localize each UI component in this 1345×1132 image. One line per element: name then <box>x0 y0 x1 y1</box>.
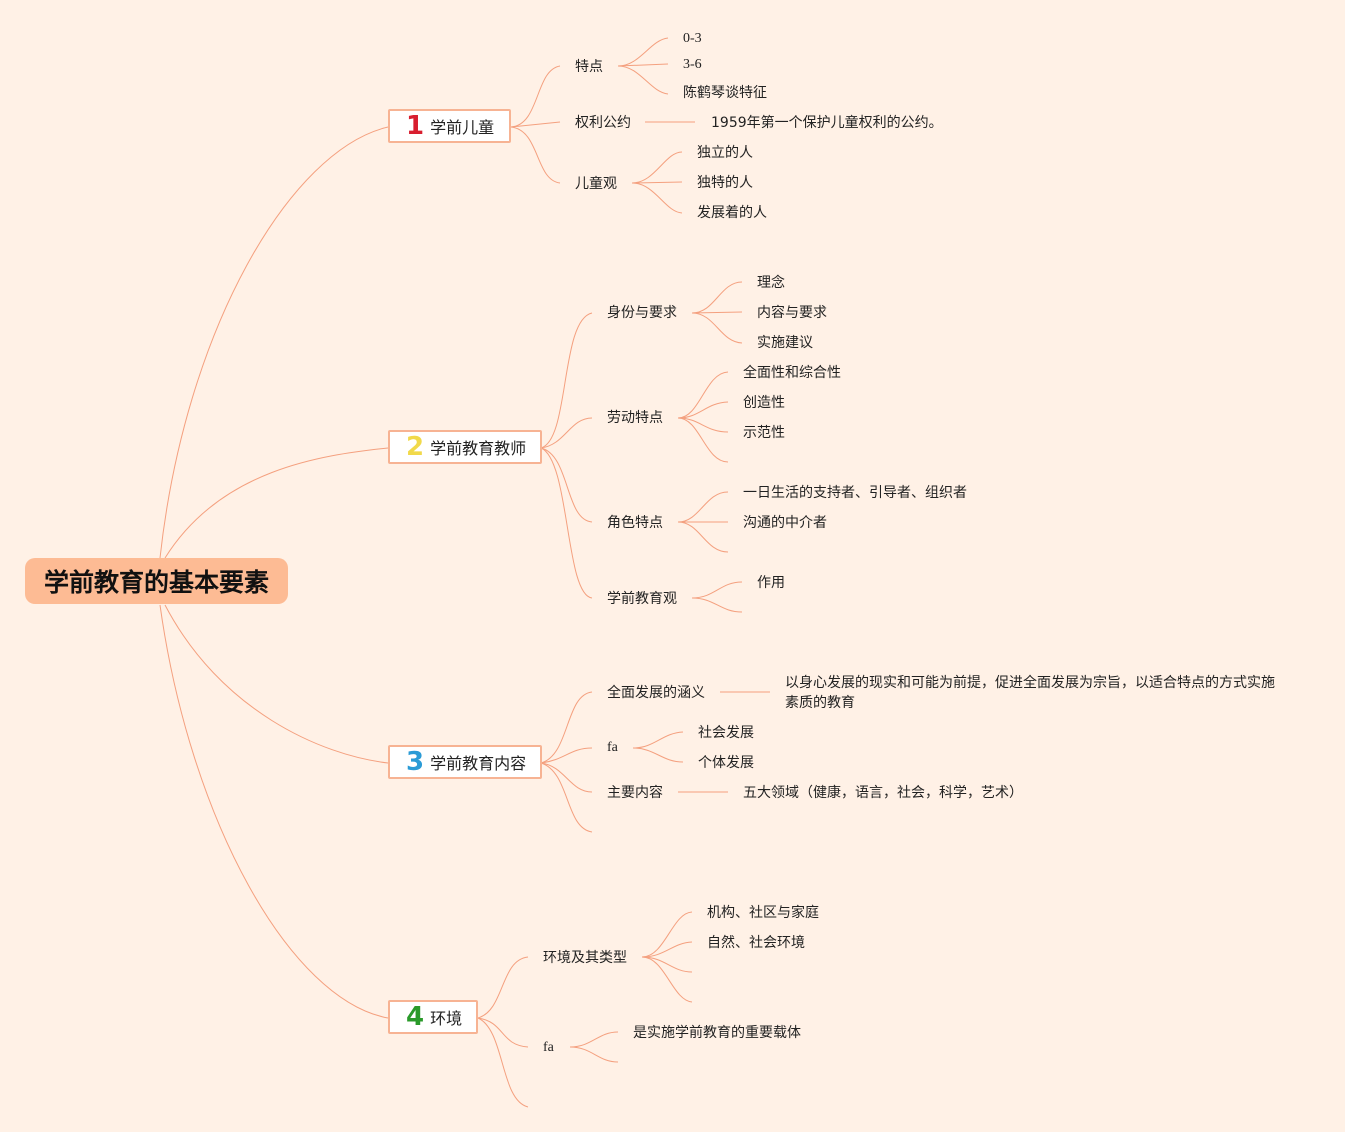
leaf-1-1-3[interactable]: 陈鹤琴谈特征 <box>683 85 767 101</box>
subtopic-3-2[interactable]: fa <box>607 740 618 755</box>
link-root-branch4 <box>159 604 389 1019</box>
leaf-1-2-1[interactable]: 1959年第一个保护儿童权利的公约。 <box>711 115 943 131</box>
leaf-2-1-3[interactable]: 实施建议 <box>757 335 813 351</box>
leaf-1-1-2[interactable]: 3-6 <box>683 57 702 72</box>
leaf-1-1-1[interactable]: 0-3 <box>683 31 702 46</box>
link-root-branch2 <box>164 447 389 559</box>
link-root-branch1 <box>159 126 389 559</box>
leaf-1-3-2[interactable]: 独特的人 <box>697 175 753 191</box>
leaf-2-3-1[interactable]: 一日生活的支持者、引导者、组织者 <box>743 485 967 501</box>
subtopic-2-2[interactable]: 劳动特点 <box>607 410 663 426</box>
number-4-icon: 4 <box>406 1002 425 1032</box>
subtopic-3-1[interactable]: 全面发展的涵义 <box>607 685 705 701</box>
subtopic-4-2[interactable]: fa <box>543 1040 554 1055</box>
leaf-2-2-1[interactable]: 全面性和综合性 <box>743 365 841 381</box>
leaf-3-3-1[interactable]: 五大领域（健康，语言，社会，科学，艺术） <box>743 785 1023 801</box>
branch-4-label: 环境 <box>430 1009 463 1028</box>
subtopic-2-1[interactable]: 身份与要求 <box>607 305 677 321</box>
leaf-3-1-1[interactable]: 以身心发展的现实和可能为前提，促进全面发展为宗旨，以适合特点的方式实施 <box>785 675 1275 691</box>
leaf-2-1-1[interactable]: 理念 <box>757 275 785 291</box>
branch-2-node[interactable]: 2 学前教育教师 <box>388 430 542 464</box>
link-root-branch3 <box>164 604 389 764</box>
subtopic-4-1[interactable]: 环境及其类型 <box>543 950 627 966</box>
number-1-icon: 1 <box>406 111 425 141</box>
leaf-2-3-2[interactable]: 沟通的中介者 <box>743 515 827 531</box>
number-2-icon: 2 <box>406 432 425 462</box>
leaf-4-1-2[interactable]: 自然、社会环境 <box>707 935 805 951</box>
leaf-1-3-1[interactable]: 独立的人 <box>697 145 753 161</box>
root-topic[interactable]: 学前教育的基本要素 <box>25 558 288 604</box>
subtopic-3-3[interactable]: 主要内容 <box>607 785 663 801</box>
branch-1-label: 学前儿童 <box>430 118 495 137</box>
leaf-2-2-2[interactable]: 创造性 <box>743 395 785 411</box>
branch-1-node[interactable]: 1 学前儿童 <box>388 109 511 143</box>
leaf-3-2-1[interactable]: 社会发展 <box>698 725 754 741</box>
subtopic-1-3[interactable]: 儿童观 <box>575 176 617 192</box>
subtopic-1-2[interactable]: 权利公约 <box>575 115 631 131</box>
leaf-2-2-3[interactable]: 示范性 <box>743 425 785 441</box>
branch-2-label: 学前教育教师 <box>430 439 527 458</box>
leaf-3-2-2[interactable]: 个体发展 <box>698 755 754 771</box>
branch-4-node[interactable]: 4 环境 <box>388 1000 478 1034</box>
leaf-3-1-2[interactable]: 素质的教育 <box>785 695 855 711</box>
branch-3-node[interactable]: 3 学前教育内容 <box>388 745 542 779</box>
subtopic-2-4[interactable]: 学前教育观 <box>607 591 677 607</box>
subtopic-1-1[interactable]: 特点 <box>575 59 603 75</box>
branch-3-label: 学前教育内容 <box>430 754 527 773</box>
subtopic-2-3[interactable]: 角色特点 <box>607 515 663 531</box>
leaf-2-1-2[interactable]: 内容与要求 <box>757 305 827 321</box>
leaf-1-3-3[interactable]: 发展着的人 <box>697 205 767 221</box>
leaf-2-4-1[interactable]: 作用 <box>757 575 785 591</box>
leaf-4-1-1[interactable]: 机构、社区与家庭 <box>707 905 819 921</box>
leaf-4-2-1[interactable]: 是实施学前教育的重要载体 <box>633 1025 801 1041</box>
number-3-icon: 3 <box>406 747 425 777</box>
